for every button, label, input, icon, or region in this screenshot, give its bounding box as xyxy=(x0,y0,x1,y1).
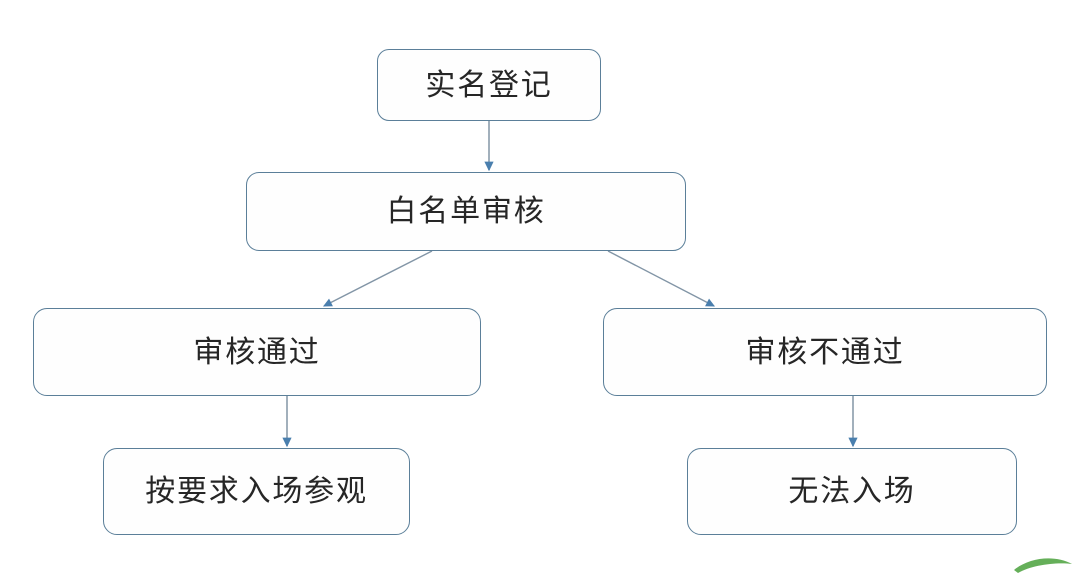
node-entry-denied[interactable]: 无法入场 xyxy=(687,448,1017,535)
edge-whitelist-to-fail xyxy=(607,250,715,307)
node-entry-denied-label: 无法入场 xyxy=(788,475,916,508)
node-realname-registration[interactable]: 实名登记 xyxy=(377,49,601,121)
node-review-failed[interactable]: 审核不通过 xyxy=(603,308,1047,396)
node-whitelist-review[interactable]: 白名单审核 xyxy=(246,172,686,251)
edge-whitelist-to-pass xyxy=(323,250,433,307)
node-enter-as-required-label: 按要求入场参观 xyxy=(145,475,368,508)
node-enter-as-required[interactable]: 按要求入场参观 xyxy=(103,448,410,535)
node-review-passed[interactable]: 审核通过 xyxy=(33,308,481,396)
node-review-passed-label: 审核通过 xyxy=(193,335,321,369)
node-realname-registration-label: 实名登记 xyxy=(425,68,553,102)
flowchart-canvas: 实名登记 白名单审核 审核通过 审核不通过 按要求入场参观 无法入场 xyxy=(33,49,1072,573)
node-review-failed-label: 审核不通过 xyxy=(745,335,905,369)
connector-layer xyxy=(282,121,858,448)
node-whitelist-review-label: 白名单审核 xyxy=(386,195,546,228)
